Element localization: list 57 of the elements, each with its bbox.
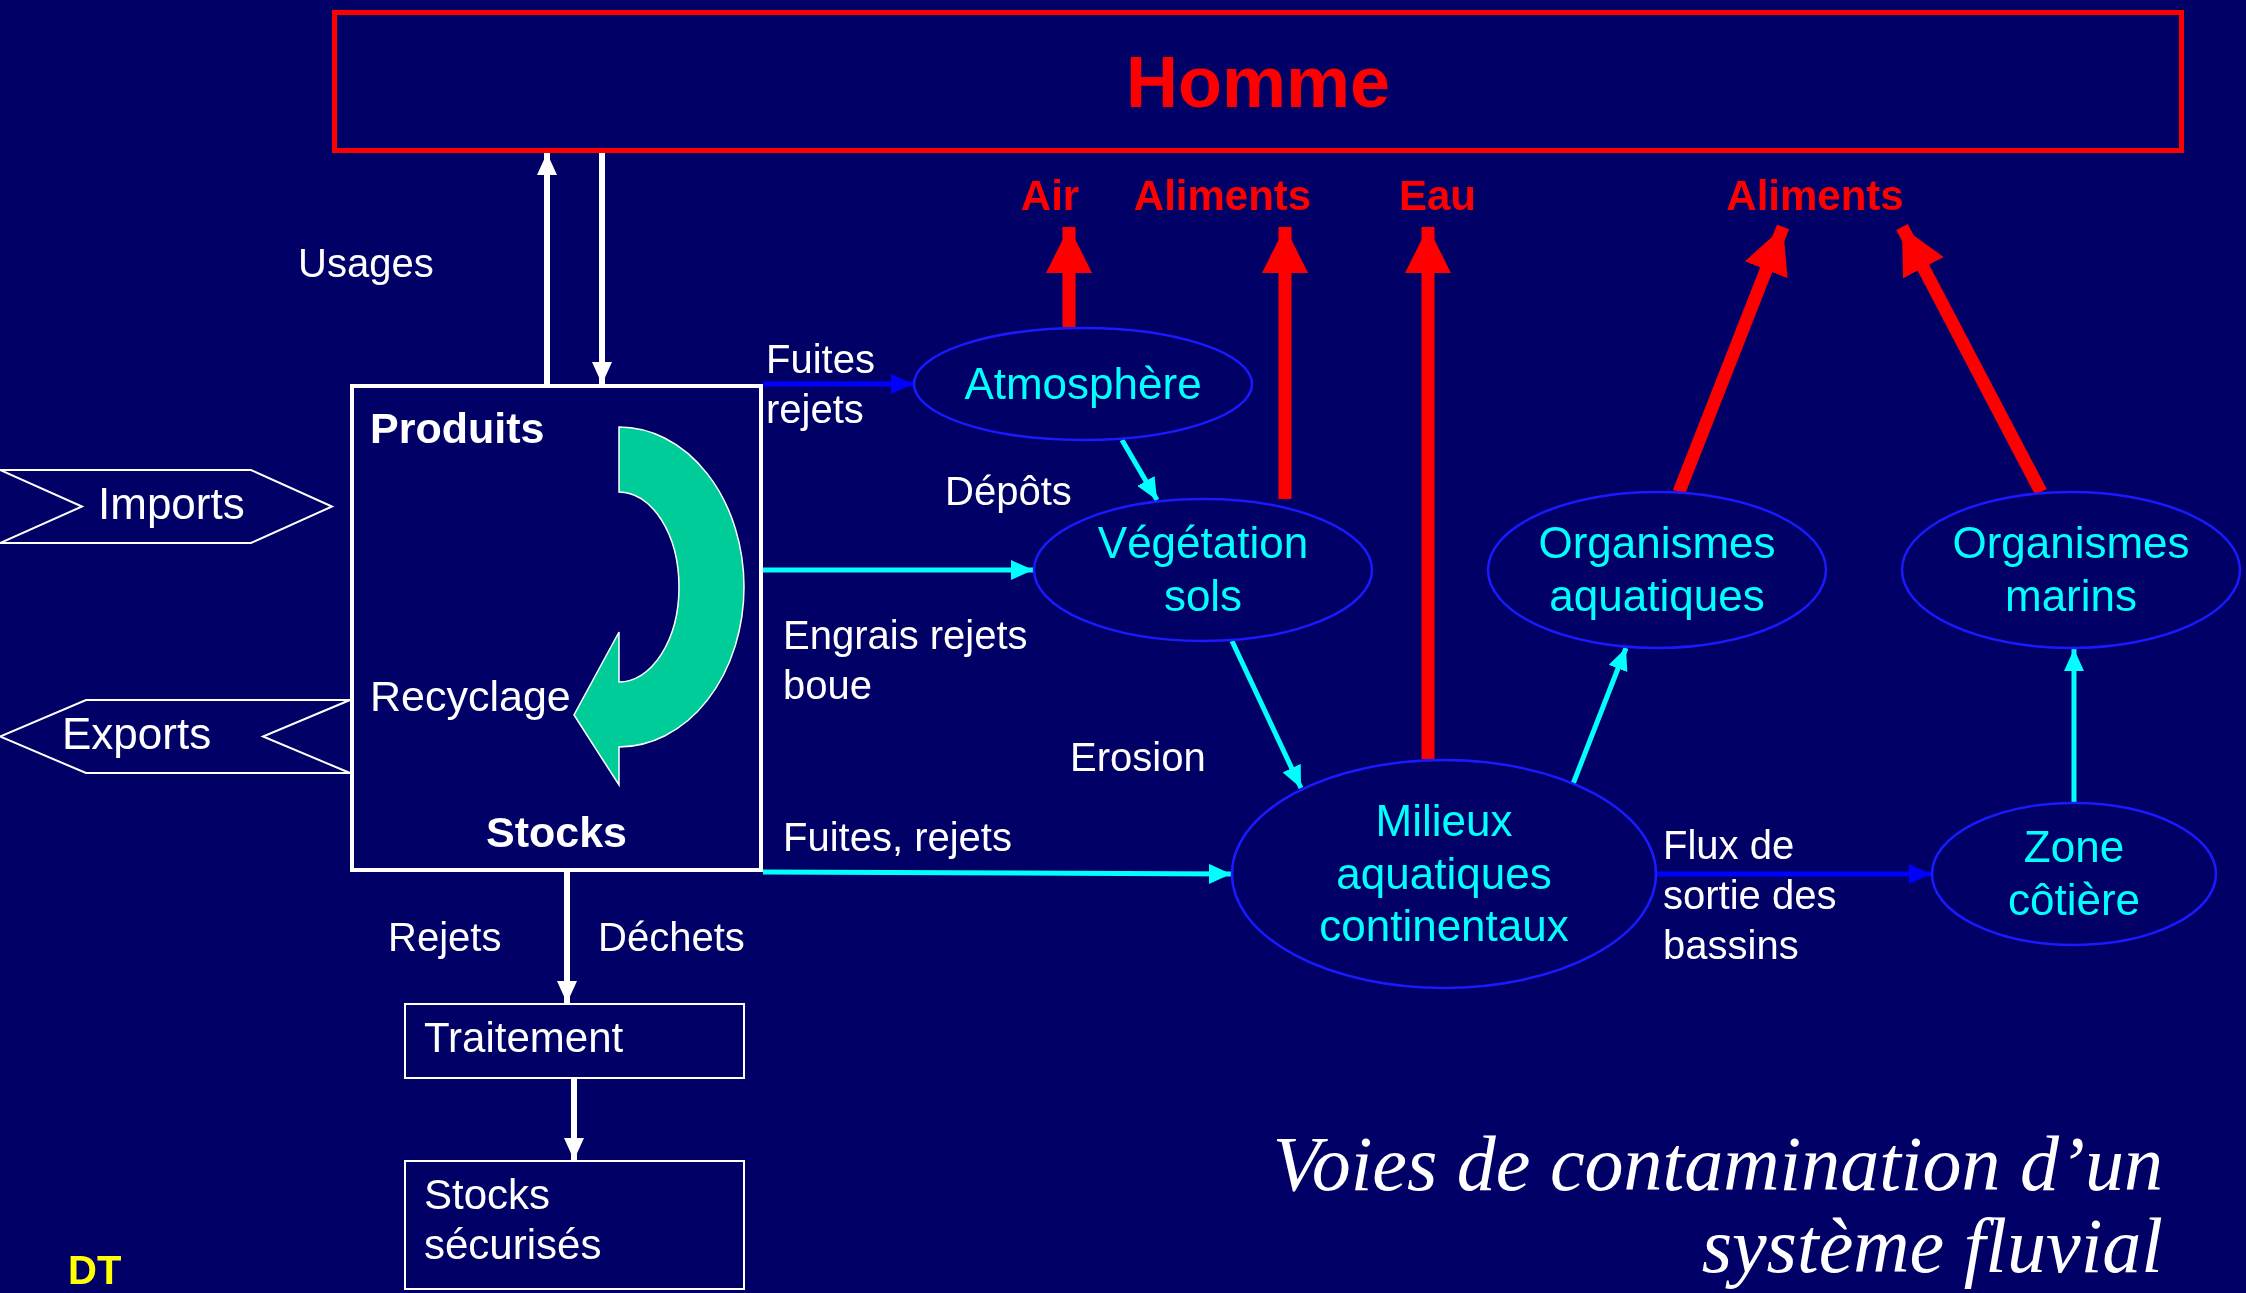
node-label: Imports [98, 479, 245, 529]
node-label: Stocks sécurisés [424, 1170, 603, 1271]
compartment-ellipse [1231, 759, 1657, 989]
arrow [537, 153, 557, 384]
edge-label: Fuites rejets [766, 336, 876, 433]
export-chevron [0, 700, 350, 773]
compartment-ellipse [1931, 802, 2217, 946]
node-label: Organismes marins [1951, 517, 2191, 622]
node-label: Végétation sols [1096, 517, 1310, 622]
node-label: Produits [370, 404, 545, 453]
arrow [1570, 647, 1629, 785]
edge-label: Dépôts [945, 468, 1072, 515]
exposure-label: Air [1010, 165, 1090, 227]
arrow [1896, 224, 2047, 495]
title: Voies de contamination d’un système fluvial [1271, 1123, 2163, 1287]
node-label: Milieux aquatiques continentaux [1318, 794, 1570, 953]
author-initials: DT [68, 1247, 122, 1293]
arrow [564, 1079, 584, 1160]
edge-label: Fuites, rejets [783, 814, 1012, 861]
arrow [763, 560, 1033, 580]
flow-label: Déchets [598, 914, 745, 961]
node-label: Traitement [424, 1013, 625, 1063]
node-label: Stocks [485, 808, 628, 857]
edge-label: Erosion [1070, 734, 1206, 781]
arrow [763, 863, 1231, 884]
arrow [557, 872, 577, 1003]
process-box [404, 1160, 745, 1290]
arrow [592, 153, 612, 384]
flow-label: Rejets [388, 914, 502, 961]
node-label: Organismes aquatiques [1537, 517, 1777, 622]
exposure-label: Aliments [1715, 165, 1915, 227]
arrow [1229, 639, 1304, 790]
arrow [1405, 227, 1451, 759]
edge-label: Flux de sortie des bassins [1663, 822, 1838, 969]
node-label: Exports [62, 709, 212, 759]
flow-label: Usages [298, 240, 434, 287]
arrow [1672, 224, 1790, 495]
arrow [1119, 438, 1160, 502]
stock-box [350, 384, 763, 872]
arrow [1657, 864, 1931, 884]
import-chevron [0, 470, 332, 543]
arrow [1262, 227, 1308, 499]
arrow [763, 374, 913, 394]
node-label: Recyclage [370, 672, 571, 721]
compartment-ellipse [1487, 491, 1827, 649]
arrow [1046, 227, 1092, 327]
arrow [2064, 649, 2084, 802]
node-title: Homme [1125, 40, 1391, 123]
compartment-ellipse [1901, 491, 2241, 649]
node-label: Zone côtière [2006, 821, 2142, 926]
edge-label: Engrais rejets boue [783, 612, 1029, 709]
exposure-label: Aliments [1125, 165, 1320, 227]
exposure-label: Eau [1390, 165, 1485, 227]
node-label: Atmosphère [963, 357, 1203, 410]
process-box [404, 1003, 745, 1079]
compartment-ellipse [913, 327, 1253, 441]
actor-box [332, 10, 2184, 153]
